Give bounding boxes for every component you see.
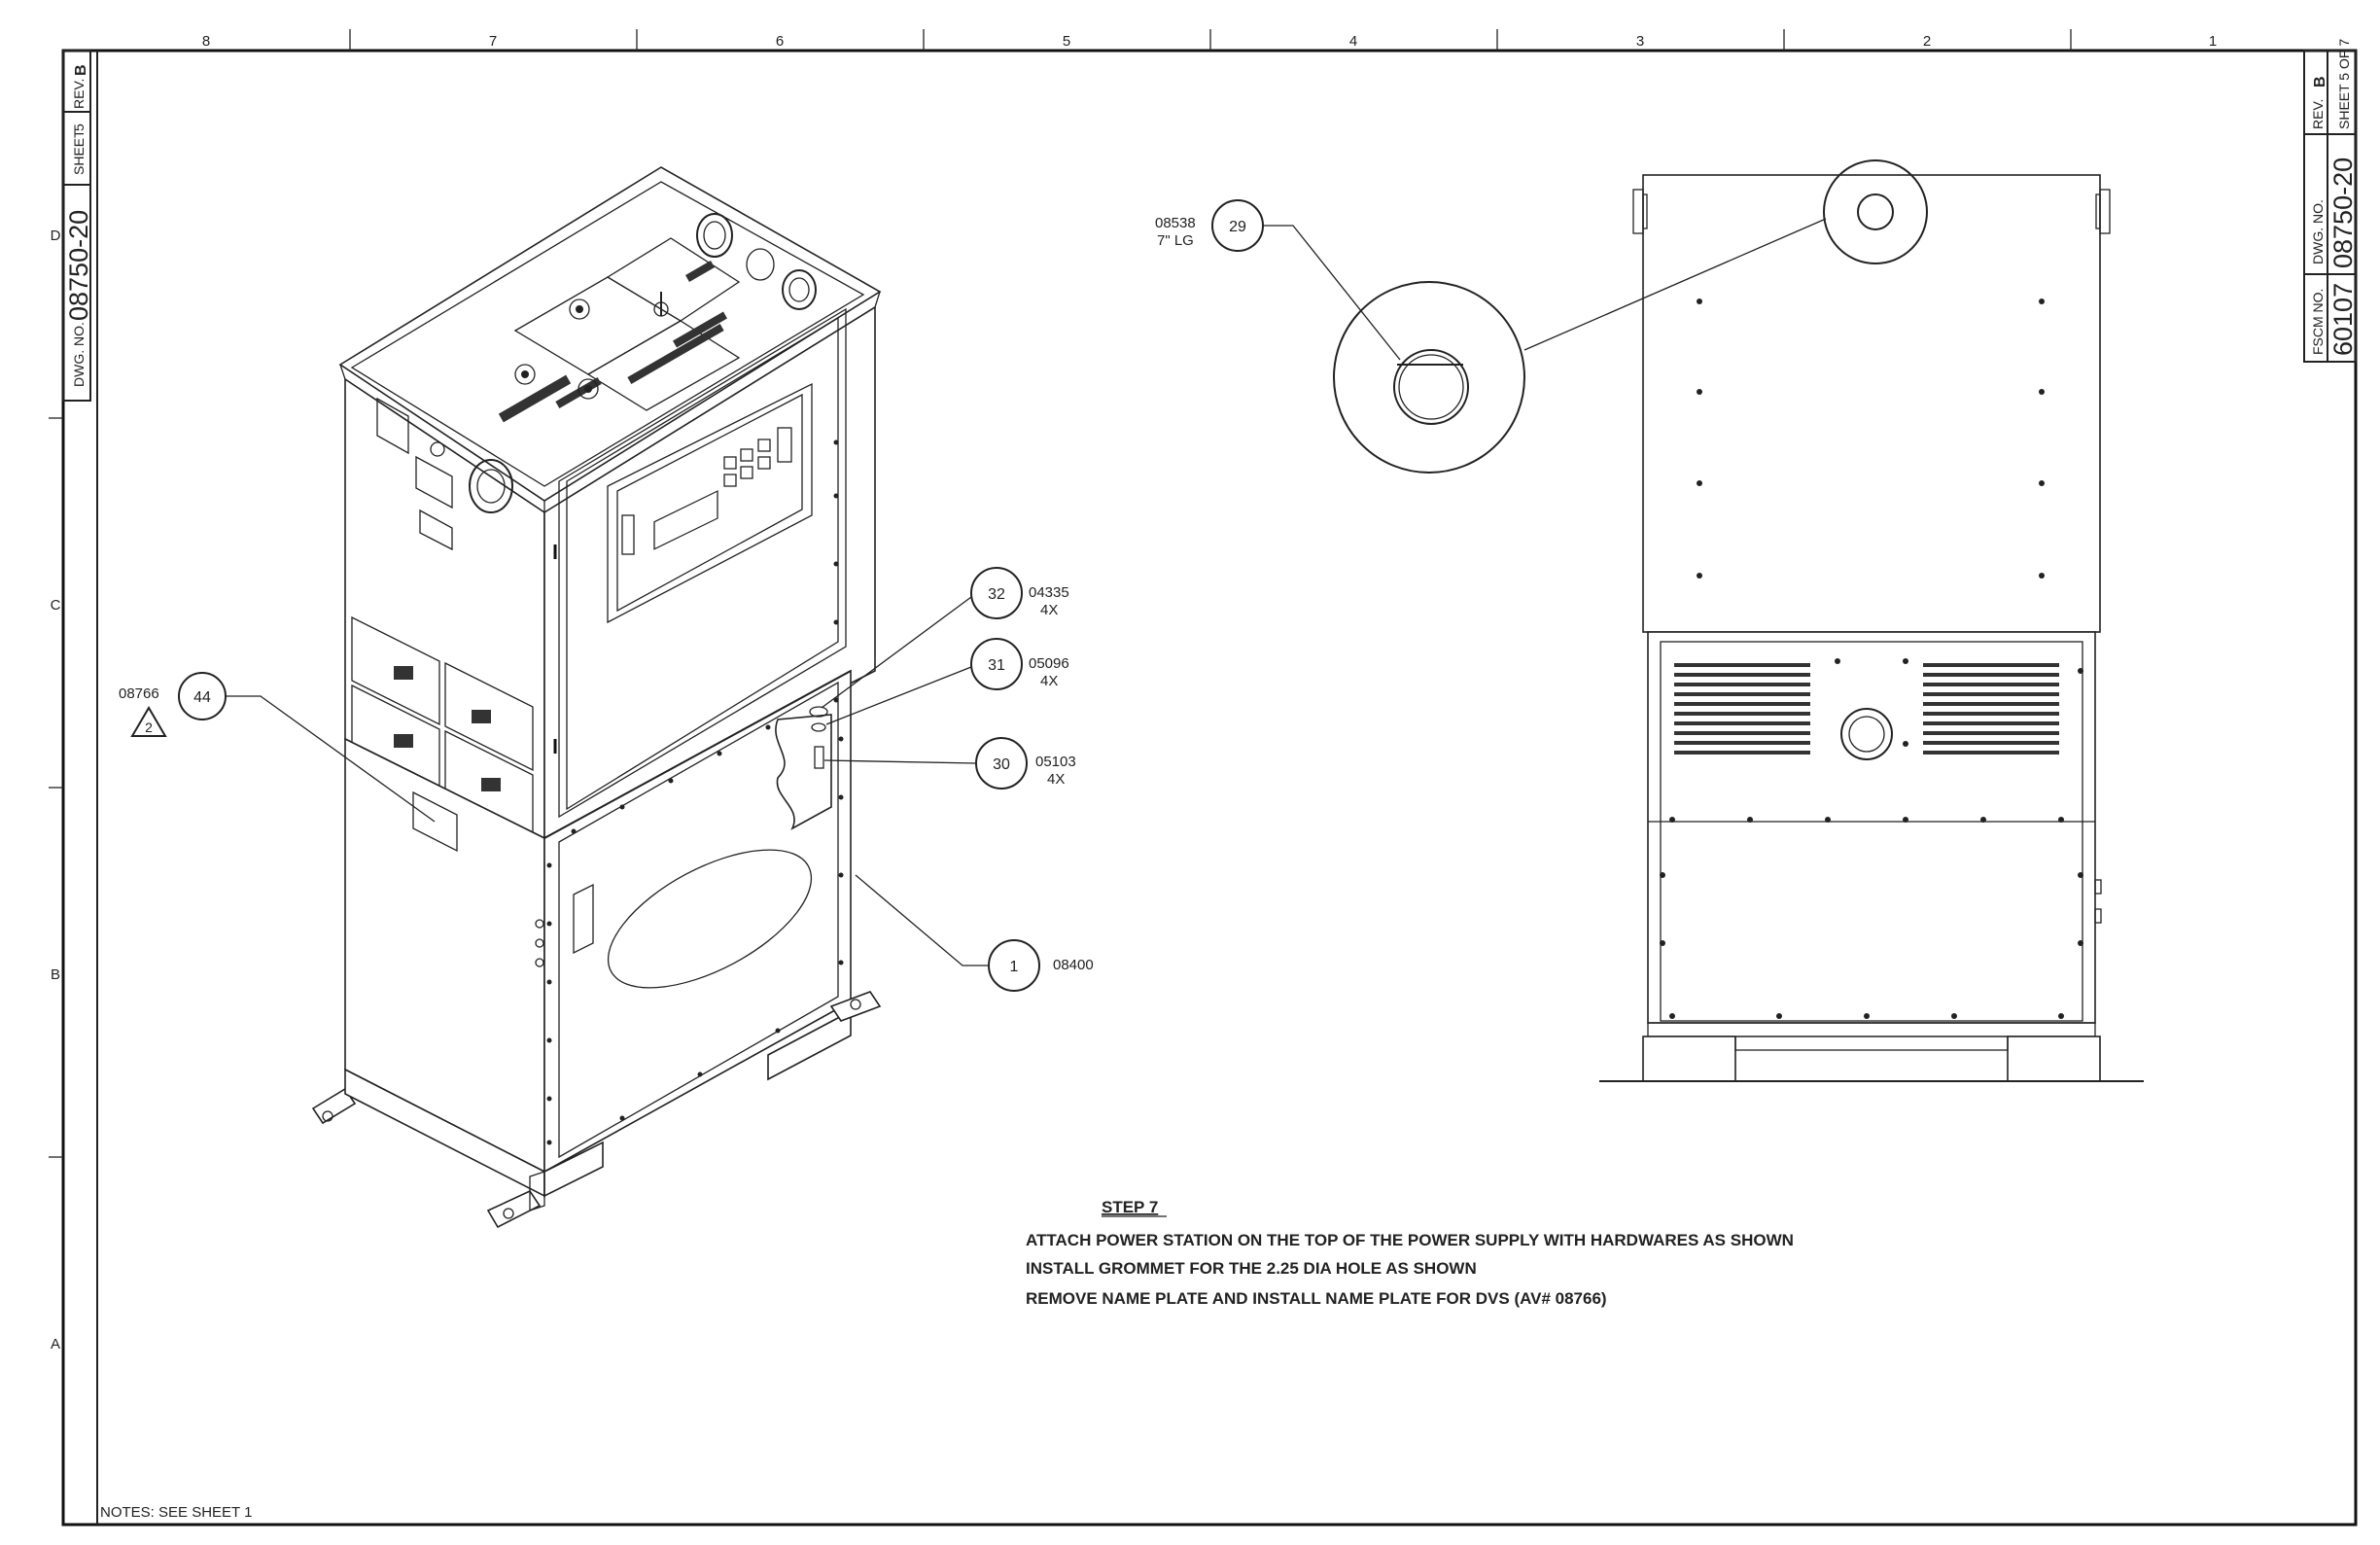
controller-keys <box>621 427 792 555</box>
callout-44-part: 08766 <box>119 685 159 702</box>
callout-29-part: 08538 <box>1155 215 1196 231</box>
front-view <box>1599 174 2144 1082</box>
callout-44-item: 44 <box>193 689 211 706</box>
sheet-of-right: SHEET 5 OF 7 <box>2336 39 2352 129</box>
sheet-label-left: SHEET <box>71 129 87 175</box>
callout-29: 29 08538 7" LG <box>1155 199 1401 361</box>
fastener-dots <box>546 439 844 1145</box>
zone-col-6: 6 <box>776 33 784 50</box>
callout-32: 32 04335 4X <box>821 567 1069 709</box>
callout-29-item: 29 <box>1229 219 1246 235</box>
zone-col-1: 1 <box>2209 33 2217 50</box>
callout-32-item: 32 <box>988 586 1005 603</box>
zone-row-b: B <box>51 966 60 983</box>
fscm-number-right: 60107 <box>2328 283 2358 356</box>
zone-col-2: 2 <box>1923 33 1931 50</box>
callout-31: 31 05096 4X <box>825 638 1069 725</box>
instruction-line-3: REMOVE NAME PLATE AND INSTALL NAME PLATE… <box>1026 1289 1607 1308</box>
zone-column-labels: 8 7 6 5 4 3 2 1 <box>202 33 2217 50</box>
grommet-hole <box>1857 193 1894 230</box>
callout-32-qty: 4X <box>1040 602 1058 618</box>
instruction-line-1: ATTACH POWER STATION ON THE TOP OF THE P… <box>1026 1231 1794 1249</box>
dwg-number-left: 08750-20 <box>64 210 93 321</box>
dwg-label-right: DWG. NO. <box>2310 199 2326 264</box>
title-block-right: REV. B SHEET 5 OF 7 DWG. NO. 08750-20 FS… <box>2303 39 2358 363</box>
zone-col-8: 8 <box>202 33 210 50</box>
title-block-left: REV. B SHEET 5 DWG. NO. 08750-20 <box>62 50 93 402</box>
callout-1: 1 08400 <box>855 874 1094 992</box>
front-view-vents <box>1674 663 2059 755</box>
zone-row-c: C <box>51 597 61 614</box>
zone-col-3: 3 <box>1636 33 1644 50</box>
drawing-border <box>49 29 2358 1527</box>
callout-30-item: 30 <box>993 756 1010 773</box>
callout-31-item: 31 <box>988 657 1005 674</box>
side-louvers <box>351 615 534 840</box>
zone-col-4: 4 <box>1349 33 1357 50</box>
terminal-strips <box>498 261 727 423</box>
callout-30: 30 05103 4X <box>823 737 1076 790</box>
rev-value-right: B <box>2312 76 2328 88</box>
zone-row-a: A <box>51 1336 60 1352</box>
callout-32-part: 04335 <box>1029 584 1069 601</box>
rev-value-left: B <box>73 64 89 76</box>
callout-1-item: 1 <box>1010 959 1019 975</box>
callout-30-qty: 4X <box>1047 771 1065 788</box>
grommet-detail <box>1333 159 1928 474</box>
rev-label-right: REV. <box>2310 99 2326 129</box>
zone-row-labels: D C B A <box>51 228 61 1352</box>
sheet-value-left: 5 <box>71 123 87 131</box>
old-nameplate <box>412 790 458 853</box>
zone-row-d: D <box>51 228 61 244</box>
dwg-number-right: 08750-20 <box>2328 158 2358 268</box>
isometric-assembly-view <box>311 166 882 1229</box>
notes-text: NOTES: SEE SHEET 1 <box>100 1504 252 1521</box>
callout-31-part: 05096 <box>1029 655 1069 672</box>
front-view-upper-fasteners <box>1697 298 2045 579</box>
front-view-lower-fasteners <box>1660 658 2083 1019</box>
callout-30-part: 05103 <box>1035 754 1076 770</box>
rev-label-left: REV. <box>71 79 87 109</box>
callout-44-rev-flag: 2 <box>145 720 153 735</box>
step-instructions: STEP 7 ATTACH POWER STATION ON THE TOP O… <box>1026 1198 1794 1308</box>
dwg-label-left: DWG. NO. <box>71 322 87 387</box>
zone-col-5: 5 <box>1063 33 1070 50</box>
callout-29-length: 7" LG <box>1157 232 1194 249</box>
zone-col-7: 7 <box>489 33 497 50</box>
instruction-line-2: INSTALL GROMMET FOR THE 2.25 DIA HOLE AS… <box>1026 1259 1477 1278</box>
callout-31-qty: 4X <box>1040 673 1058 689</box>
callout-44: 44 08766 2 <box>119 672 436 823</box>
step-title: STEP 7 <box>1102 1198 1158 1216</box>
fscm-label-right: FSCM NO. <box>2310 289 2326 355</box>
callout-1-part: 08400 <box>1053 957 1094 973</box>
